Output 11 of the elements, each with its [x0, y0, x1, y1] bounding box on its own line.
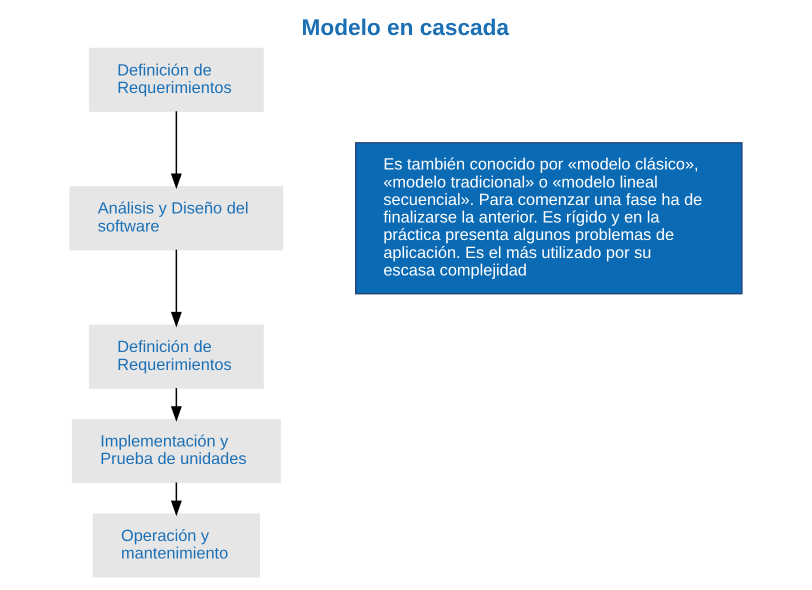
node-box: Análisis y Diseño del software — [69, 186, 284, 250]
node-box: Implementación y Prueba de unidades — [72, 418, 281, 484]
node-box: Definición de Requerimientos — [88, 48, 264, 112]
arrow — [170, 482, 182, 516]
node-box: Es también conocido por «modelo clásico», «modelo tradicional» o «modelo lineal secuencial». Para comenzar una fase ha de finalizarse la anterior. Es rígido y en la práctica presenta algunos problemas de aplicación. Es el más utilizado por su escasa complejidad — [355, 142, 743, 294]
arrow — [170, 250, 182, 328]
diagram-title: Modelo en cascada — [302, 15, 510, 40]
node-box: Definición de Requerimientos — [88, 324, 264, 389]
node-box: Operación y mantenimiento — [92, 513, 260, 578]
arrow — [170, 388, 182, 422]
arrow — [170, 111, 182, 190]
